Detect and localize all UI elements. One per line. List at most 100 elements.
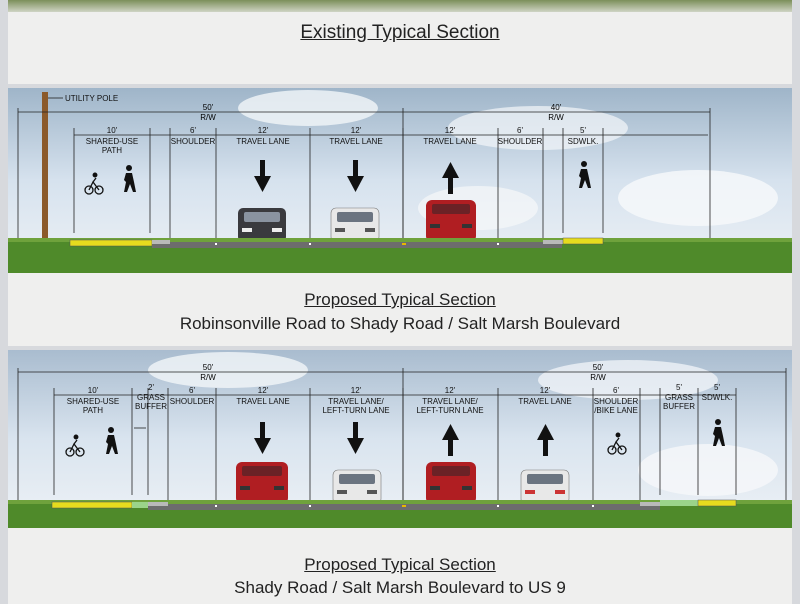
cloud: [618, 170, 778, 226]
section-2-title: Proposed Typical Section: [304, 555, 496, 574]
proposed-section-2-panel: 50' R/W 50' R/W 10': [8, 350, 792, 604]
lane-dim-travel-lane-2: 12': [351, 386, 362, 395]
pedestrian-icon: [713, 419, 725, 446]
bicycle-icon: [607, 432, 627, 455]
lane-dim-shoulder-bike-lane: 6': [613, 386, 619, 395]
section-1-subtitle: Robinsonville Road to Shady Road / Salt …: [179, 314, 621, 333]
grass-buffer-surface: [132, 502, 148, 508]
down-arrow-icon: [347, 422, 364, 454]
lane-label-shared-use-path-2: PATH: [83, 406, 103, 415]
lane-label-shoulder-left: SHOULDER: [171, 137, 216, 146]
lane-dim-travel-lane-4: 12': [540, 386, 551, 395]
car-white: [520, 469, 570, 505]
up-arrow-icon: [442, 162, 459, 194]
rw-dim-right: 50': [593, 363, 604, 372]
lane-label-travel-lane-4: TRAVEL LANE: [518, 397, 571, 406]
lane-dim-travel-lane-1: 12': [258, 126, 269, 135]
car-white: [332, 469, 382, 505]
lane-label-grass-buffer-left: GRASS: [137, 393, 165, 402]
lane-dim-travel-lane-2: 12': [351, 126, 362, 135]
up-arrow-icon: [442, 424, 459, 456]
sidewalk-surface: [562, 237, 604, 245]
lane-dim-sidewalk: 5': [580, 126, 586, 135]
lane-dim-travel-lane-3: 12': [445, 126, 456, 135]
lane-label-travel-lane-2: TRAVEL LANE: [329, 137, 382, 146]
lane-label-shared-use-path-2: PATH: [102, 146, 122, 155]
lane-dim-sidewalk: 5': [714, 383, 720, 392]
existing-section-panel: Existing Typical Section: [8, 0, 792, 84]
section-2-cross-section: 50' R/W 50' R/W 10': [8, 350, 792, 528]
lane-label-shoulder-bike-lane-2: /BIKE LANE: [594, 406, 638, 415]
rw-dim-left: 50': [203, 103, 214, 112]
existing-section-ground-strip: [8, 0, 792, 12]
shared-use-path-surface: [69, 239, 153, 247]
proposed-section-1-panel: UTILITY POLE 50' R/W 40' R/W: [8, 88, 792, 346]
car-dark: [238, 208, 286, 242]
lane-label-sidewalk: SDWLK.: [702, 393, 733, 402]
sidewalk-surface: [697, 499, 737, 507]
rw-label-left: R/W: [200, 373, 216, 382]
rw-dimension-left: 50' R/W: [17, 103, 403, 238]
lane-label-travel-lane-1: TRAVEL LANE: [236, 137, 289, 146]
lane-label-shared-use-path: SHARED-USE: [86, 137, 138, 146]
lane-dim-grass-buffer-right: 5': [676, 383, 682, 392]
lane-label-travel-lane-3: TRAVEL LANE: [423, 137, 476, 146]
lane-markings: [215, 243, 499, 245]
lane-label-travel-lane-3b: LEFT-TURN LANE: [416, 406, 483, 415]
down-arrow-icon: [347, 160, 364, 192]
lane-label-travel-lane-3: TRAVEL LANE/: [422, 397, 478, 406]
curb-right: [640, 502, 660, 506]
lane-dim-shoulder-left: 6': [190, 126, 196, 135]
lane-dim-shared-use-path: 10': [88, 386, 99, 395]
lane-label-grass-buffer-right-2: BUFFER: [663, 402, 695, 411]
lane-label-travel-lane-2: TRAVEL LANE/: [328, 397, 384, 406]
shared-use-path-surface: [51, 501, 133, 509]
curb-left: [152, 240, 170, 244]
lane-markings: [215, 505, 594, 507]
car-red: [236, 462, 288, 504]
curb-left: [148, 502, 168, 506]
rw-label-right: R/W: [548, 113, 564, 122]
rw-label-left: R/W: [200, 113, 216, 122]
down-arrow-icon: [254, 422, 271, 454]
curb-right: [543, 240, 563, 244]
car-red: [426, 462, 476, 504]
lane-label-shoulder-left: SHOULDER: [170, 397, 215, 406]
pedestrian-icon: [579, 161, 591, 188]
lane-dim-shoulder-left: 6': [189, 386, 195, 395]
down-arrow-icon: [254, 160, 271, 192]
grass-buffer-surface: [660, 500, 698, 506]
lane-label-grass-buffer-left-2: BUFFER: [135, 402, 167, 411]
cloud: [538, 360, 718, 400]
rw-dimension-left: 50' R/W: [17, 363, 403, 500]
lane-label-shoulder-bike-lane: SHOULDER: [594, 397, 639, 406]
lane-dimension-lines: [73, 128, 708, 238]
grass-edge: [8, 500, 792, 504]
rw-dim-left: 50': [203, 363, 214, 372]
lane-label-shared-use-path: SHARED-USE: [67, 397, 119, 406]
cloud: [148, 352, 308, 388]
section-1-title: Proposed Typical Section: [304, 290, 496, 309]
lane-dim-travel-lane-1: 12': [258, 386, 269, 395]
utility-pole-label: UTILITY POLE: [65, 94, 118, 103]
rw-label-right: R/W: [590, 373, 606, 382]
lane-dim-travel-lane-3: 12': [445, 386, 456, 395]
car-red: [426, 200, 476, 242]
section-2-subtitle: Shady Road / Salt Marsh Boulevard to US …: [234, 578, 566, 597]
section-1-cross-section: UTILITY POLE 50' R/W 40' R/W: [8, 88, 792, 273]
lane-dim-grass-buffer-left: 2': [148, 383, 154, 392]
lane-dim-shared-use-path: 10': [107, 126, 118, 135]
lane-label-sidewalk: SDWLK.: [568, 137, 599, 146]
grass-edge: [8, 238, 792, 242]
up-arrow-icon: [537, 424, 554, 456]
bicycle-icon: [84, 172, 104, 195]
lane-label-travel-lane-1: TRAVEL LANE: [236, 397, 289, 406]
cloud: [238, 90, 378, 126]
lane-dimension-lines: [53, 388, 737, 500]
roadway-pavement: [152, 242, 562, 248]
lane-label-shoulder-right: SHOULDER: [498, 137, 543, 146]
lane-label-grass-buffer-right: GRASS: [665, 393, 693, 402]
bicycle-icon: [65, 434, 85, 457]
lane-dim-shoulder-right: 6': [517, 126, 523, 135]
car-white: [330, 207, 380, 243]
